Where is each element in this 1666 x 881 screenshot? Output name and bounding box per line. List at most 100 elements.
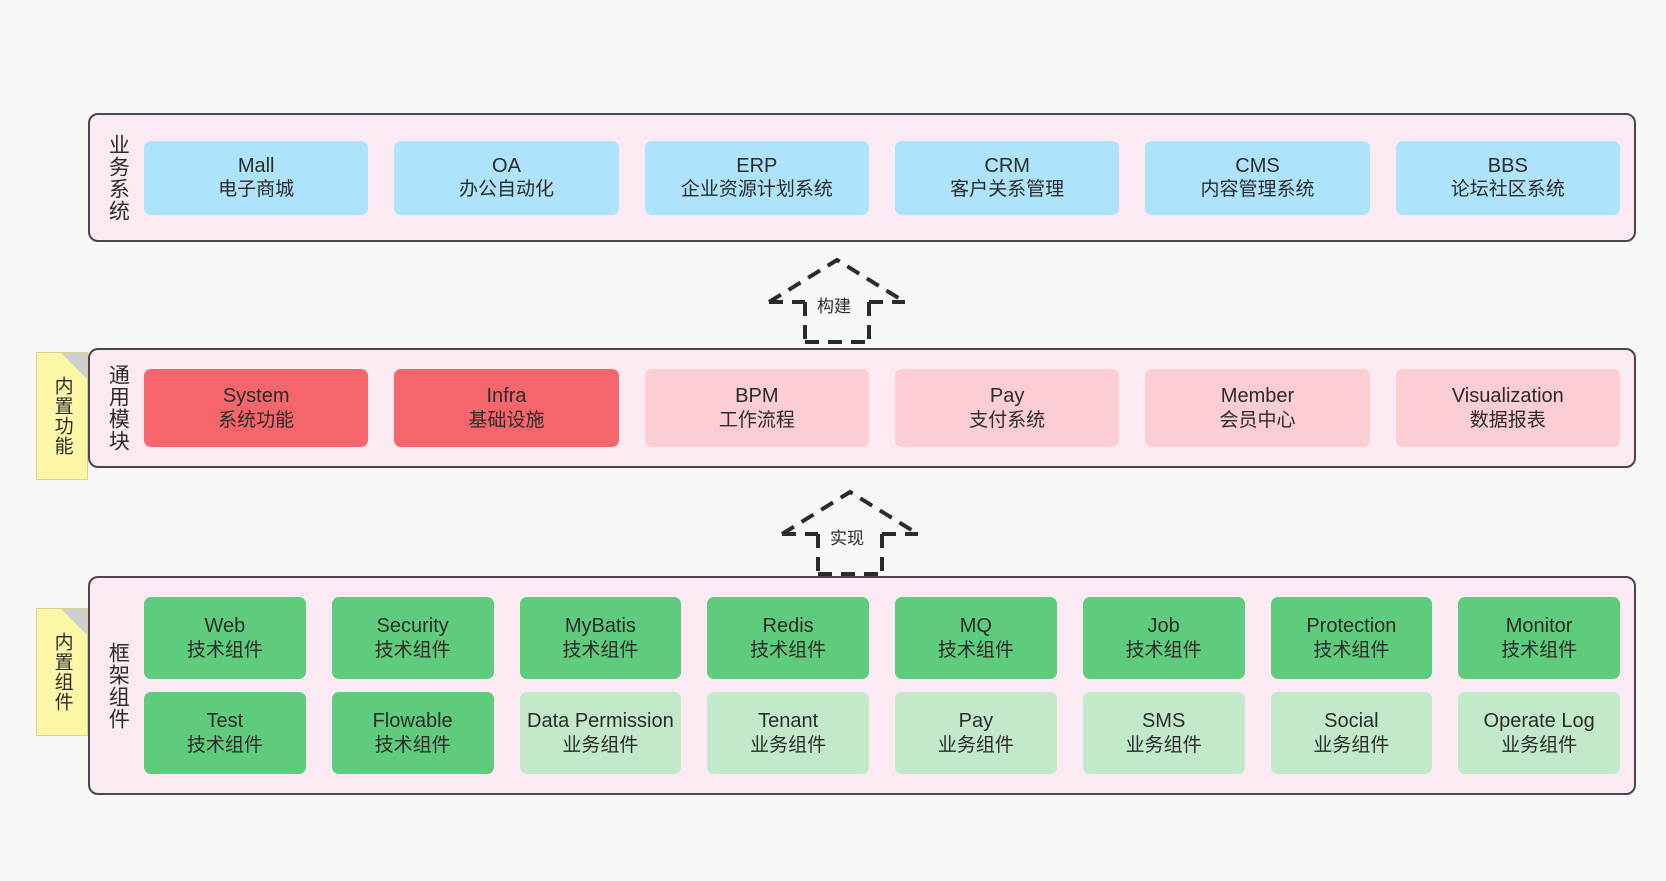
card-subtitle: 基础设施 [468, 409, 545, 431]
layer-band-business-system: 业务系统 Mall 电子商城 OA 办公自动化 ERP 企业资源计划系统 CRM… [88, 113, 1636, 242]
dashed-arrow-icon [767, 257, 907, 344]
card-subtitle: 业务组件 [1501, 734, 1578, 756]
component-card-flowable[interactable]: Flowable 技术组件 [331, 692, 494, 774]
card-title: Data Permission [527, 710, 674, 733]
band-body-framework-components: Web 技术组件 Security 技术组件 MyBatis 技术组件 Redi… [144, 578, 1634, 793]
card-title: Web [204, 615, 246, 638]
card-subtitle: 支付系统 [969, 409, 1046, 431]
card-title: Operate Log [1483, 710, 1595, 733]
card-subtitle: 业务组件 [937, 734, 1014, 756]
card-title: Tenant [758, 710, 819, 733]
sticky-note-label: 内置功能 [51, 376, 73, 456]
module-card-member[interactable]: Member 会员中心 [1145, 369, 1370, 447]
card-title: Member [1220, 385, 1295, 408]
band-body-common-modules: System 系统功能 Infra 基础设施 BPM 工作流程 Pay 支付系统… [144, 350, 1634, 466]
card-subtitle: 论坛社区系统 [1450, 179, 1565, 201]
band-title-common-modules: 通用模块 [106, 364, 130, 452]
band-row: Web 技术组件 Security 技术组件 MyBatis 技术组件 Redi… [144, 597, 1620, 679]
arrow-label-build: 构建 [817, 297, 851, 316]
card-subtitle: 技术组件 [937, 639, 1014, 661]
band-body-business-system: Mall 电子商城 OA 办公自动化 ERP 企业资源计划系统 CRM 客户关系… [144, 115, 1634, 240]
module-card-oa[interactable]: OA 办公自动化 [394, 140, 619, 215]
sticky-note-builtin-component: 内置组件 [36, 608, 88, 736]
card-title: Mall [237, 154, 275, 177]
component-card-job[interactable]: Job 技术组件 [1082, 597, 1245, 679]
card-subtitle: 技术组件 [186, 639, 263, 661]
card-subtitle: 技术组件 [562, 639, 639, 661]
layer-band-framework-components: 框架组件 Web 技术组件 Security 技术组件 MyBatis 技术组件… [88, 576, 1636, 795]
card-subtitle: 技术组件 [1125, 639, 1202, 661]
card-title: Security [376, 615, 449, 638]
module-card-bbs[interactable]: BBS 论坛社区系统 [1395, 140, 1620, 215]
card-subtitle: 技术组件 [374, 734, 451, 756]
card-subtitle: 技术组件 [374, 639, 451, 661]
component-card-operate-log[interactable]: Operate Log 业务组件 [1458, 692, 1620, 774]
component-card-redis[interactable]: Redis 技术组件 [707, 597, 869, 679]
card-subtitle: 工作流程 [718, 409, 795, 431]
component-card-pay[interactable]: Pay 业务组件 [895, 692, 1057, 774]
component-card-sms[interactable]: SMS 业务组件 [1082, 692, 1245, 774]
card-title: Monitor [1505, 615, 1573, 638]
band-row: Mall 电子商城 OA 办公自动化 ERP 企业资源计划系统 CRM 客户关系… [144, 140, 1620, 215]
card-subtitle: 企业资源计划系统 [680, 179, 833, 201]
component-card-social[interactable]: Social 业务组件 [1270, 692, 1433, 774]
module-card-infra[interactable]: Infra 基础设施 [394, 369, 619, 447]
component-card-web[interactable]: Web 技术组件 [144, 597, 306, 679]
component-card-data-permission[interactable]: Data Permission 业务组件 [519, 692, 682, 774]
band-row: Test 技术组件 Flowable 技术组件 Data Permission … [144, 692, 1620, 774]
band-title-business-system: 业务系统 [106, 133, 130, 222]
component-card-protection[interactable]: Protection 技术组件 [1270, 597, 1433, 679]
component-card-mybatis[interactable]: MyBatis 技术组件 [519, 597, 682, 679]
card-title: Pay [989, 385, 1025, 408]
card-title: CRM [984, 154, 1030, 177]
card-subtitle: 会员中心 [1219, 409, 1296, 431]
card-title: Job [1147, 615, 1180, 638]
module-card-crm[interactable]: CRM 客户关系管理 [894, 140, 1120, 215]
card-title: BPM [735, 385, 779, 408]
card-title: Flowable [372, 710, 453, 733]
card-subtitle: 业务组件 [562, 734, 639, 756]
band-row: System 系统功能 Infra 基础设施 BPM 工作流程 Pay 支付系统… [144, 369, 1620, 447]
generalization-arrow-build: 构建 [757, 256, 917, 344]
card-title: Pay [958, 710, 994, 733]
module-card-pay[interactable]: Pay 支付系统 [894, 369, 1120, 447]
card-subtitle: 业务组件 [1313, 734, 1390, 756]
generalization-arrow-implement: 实现 [770, 488, 930, 576]
card-title: Visualization [1451, 385, 1564, 408]
card-subtitle: 技术组件 [750, 639, 827, 661]
component-card-tenant[interactable]: Tenant 业务组件 [707, 692, 869, 774]
card-title: SMS [1141, 710, 1186, 733]
card-title: BBS [1487, 154, 1528, 177]
card-title: Social [1324, 710, 1379, 733]
card-subtitle: 电子商城 [218, 179, 295, 201]
card-subtitle: 办公自动化 [458, 179, 554, 201]
card-subtitle: 业务组件 [750, 734, 827, 756]
layer-band-common-modules: 通用模块 System 系统功能 Infra 基础设施 BPM 工作流程 Pay… [88, 348, 1636, 468]
card-subtitle: 客户关系管理 [950, 179, 1065, 201]
sticky-note-label: 内置组件 [51, 632, 73, 712]
card-title: MyBatis [564, 615, 636, 638]
component-card-security[interactable]: Security 技术组件 [331, 597, 494, 679]
component-card-monitor[interactable]: Monitor 技术组件 [1458, 597, 1620, 679]
module-card-bpm[interactable]: BPM 工作流程 [644, 369, 869, 447]
card-title: MQ [959, 615, 992, 638]
card-title: Infra [486, 385, 527, 408]
card-title: ERP [736, 154, 778, 177]
card-title: Protection [1306, 615, 1397, 638]
card-subtitle: 数据报表 [1469, 409, 1546, 431]
module-card-cms[interactable]: CMS 内容管理系统 [1145, 140, 1370, 215]
card-title: Test [206, 710, 244, 733]
arrow-label-implement: 实现 [830, 529, 864, 548]
component-card-mq[interactable]: MQ 技术组件 [895, 597, 1057, 679]
card-subtitle: 业务组件 [1125, 734, 1202, 756]
card-subtitle: 内容管理系统 [1200, 179, 1315, 201]
component-card-test[interactable]: Test 技术组件 [144, 692, 306, 774]
module-card-erp[interactable]: ERP 企业资源计划系统 [644, 140, 869, 215]
module-card-system[interactable]: System 系统功能 [144, 369, 369, 447]
module-card-mall[interactable]: Mall 电子商城 [144, 140, 369, 215]
module-card-visualization[interactable]: Visualization 数据报表 [1395, 369, 1620, 447]
card-subtitle: 系统功能 [218, 409, 295, 431]
band-title-framework-components: 框架组件 [106, 641, 130, 730]
card-subtitle: 技术组件 [1313, 639, 1390, 661]
